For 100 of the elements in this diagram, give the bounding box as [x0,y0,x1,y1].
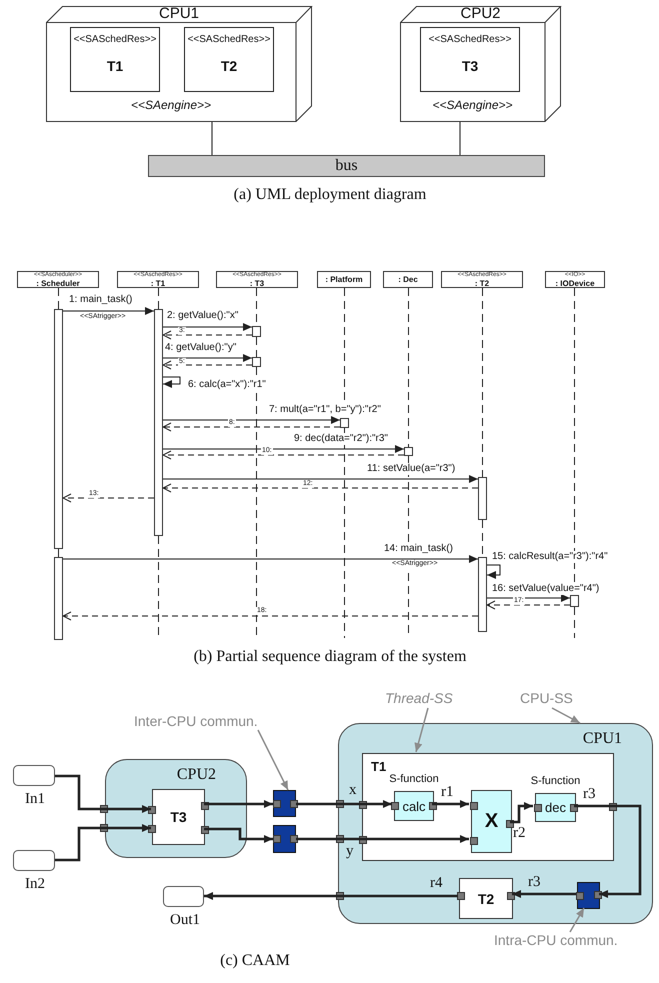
edge-label: r2 [513,825,526,842]
port-label: Out1 [169,912,201,929]
activation-bar [252,357,261,367]
edge-label: x [349,782,356,799]
bus-label: bus [335,157,358,175]
lifeline-head [216,271,298,288]
block-type-label: S-function [530,775,582,787]
edge-label: r4 [430,875,442,892]
signal-arrow [432,800,469,808]
task-name: T2 [478,890,494,906]
leader-line [257,730,289,790]
edge-label: 11: setValue(a="r3") [366,463,456,475]
return-arrow [162,450,404,460]
callout-text: Intra-CPU commun. [494,932,654,949]
task-name: T3 [460,58,480,74]
return-arrow [162,484,478,492]
signal-arrow [512,890,576,898]
port-label: In2 [24,876,46,893]
signal-arrow [296,835,469,843]
lifeline-name: : T1 [150,278,166,288]
bus-bar [148,155,545,177]
activation-bar [54,309,63,549]
activation-bar [154,309,163,536]
subsystem-block [338,723,653,924]
self-message-arrow [162,376,180,388]
lifeline-head [17,271,99,288]
node-name: CPU2 [459,6,502,22]
lifeline-name: : T3 [250,278,264,288]
return-arrow [162,330,252,340]
activation-bar [340,418,349,428]
figure-caption: (b) Partial sequence diagram of the system [192,648,468,666]
edge-label: 1: main_task() [68,294,134,306]
lifeline-head [441,271,523,288]
lifeline [344,428,345,638]
subsystem-name: CPU2 [176,766,216,784]
lifeline-head [117,271,199,288]
edge-label: 4: getValue():"y" [164,342,238,354]
component-box [420,27,520,92]
return-arrow [162,422,340,432]
activation-bar [570,595,579,607]
figure-caption: (c) CAAM [219,952,291,970]
return-arrow [486,600,570,610]
signal-arrow [204,828,273,843]
signal-arrow [55,774,151,813]
node-name: CPU1 [158,6,200,22]
signal-arrow [204,800,273,808]
task-name: T1 [106,58,124,74]
message-arrow [162,445,404,453]
activation-bar [478,557,487,632]
lifeline [58,288,59,310]
message-arrow [162,475,478,483]
activation-bar [404,447,413,456]
block-name: calc [402,798,426,814]
block-name: X [484,810,498,833]
lifeline [408,288,409,448]
message-arrow [62,555,478,563]
edge-label: r3 [528,874,540,891]
stereotype-label: <<SASchedRes>> [186,34,272,45]
message-arrow [162,323,252,331]
task-block [459,878,513,919]
lifeline-head [545,271,605,288]
deployment-node [400,6,561,122]
edge-label: 6: calc(a="x"):"r1" [187,379,267,391]
activation-bar [252,326,261,337]
edge-label: r1 [441,784,454,801]
lifeline [158,288,159,310]
signal-arrow [574,804,642,898]
communication-block [577,882,600,909]
return-arrow [62,494,154,502]
signal-arrow [55,824,151,862]
return-arrow [62,612,478,620]
message-arrow [62,307,154,315]
communication-block [273,825,296,853]
edge-label: 14: main_task() [383,543,454,555]
deployment-node [46,6,312,122]
lifeline-name: : T2 [474,278,490,288]
block-type-label: S-function [388,773,440,785]
message-arrow [162,354,252,362]
lifeline-head [383,271,433,288]
callout-text: Inter-CPU commun. [134,713,298,730]
edge-label: 9: dec(data="r2"):"r3" [293,433,389,445]
lifeline [256,336,257,358]
task-name: T1 [371,759,386,774]
stereotype-label: <<SAengine>> [431,98,514,112]
signal-arrow [296,800,392,808]
message-arrow [486,594,570,602]
return-arrow [162,360,252,370]
edge-label: r3 [583,786,596,803]
signal-arrow [510,802,533,824]
lifeline-name: : IODevice [555,278,595,288]
edge-label: 16: setValue(value="r4") [491,583,600,595]
edge-label: 15: calcResult(a="r3"):"r4" [491,551,609,563]
task-name: T2 [220,58,238,74]
signal-arrow [204,892,458,900]
lifeline [574,606,575,638]
edge-label: y [346,843,354,860]
subsystem-name: CPU1 [582,730,622,748]
stereotype-label: <<SAengine>> [130,98,212,112]
function-block [471,790,512,853]
task-block [362,753,614,861]
